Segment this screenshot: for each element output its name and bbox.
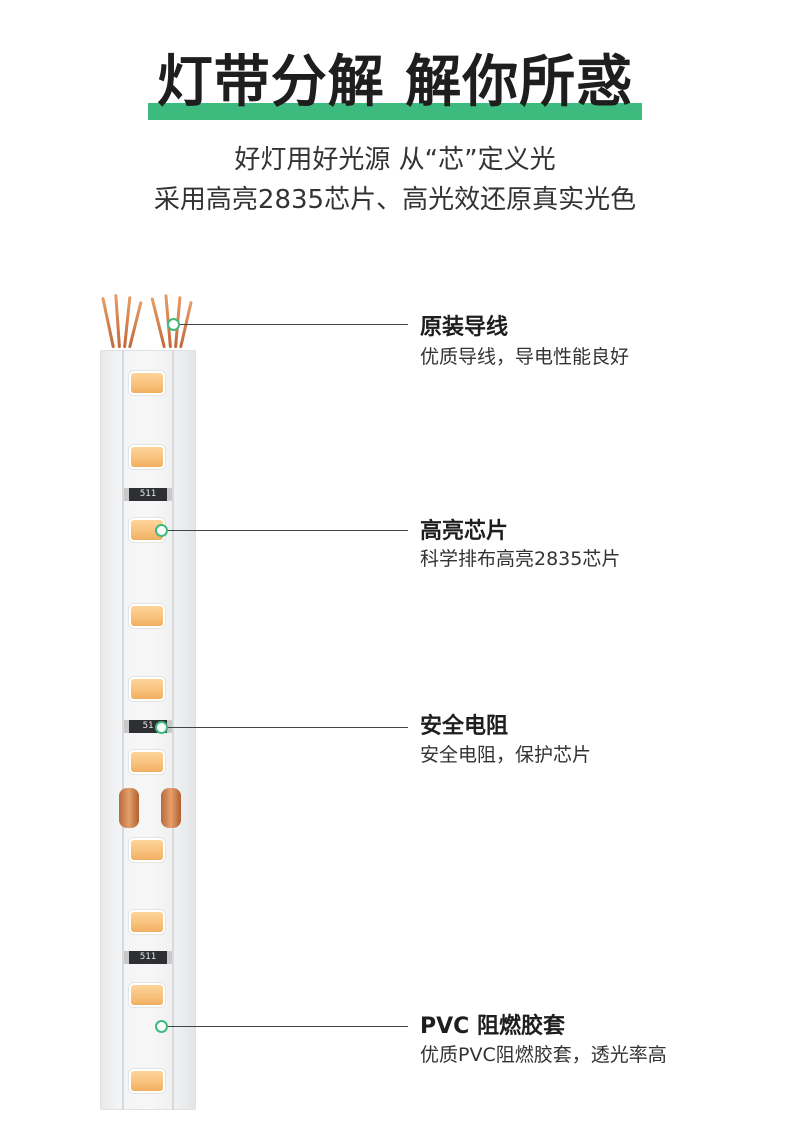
resistor-mark: 511 bbox=[139, 952, 157, 962]
led-chip bbox=[131, 447, 163, 467]
resistor-mark: 511 bbox=[139, 489, 157, 499]
copper-pad bbox=[161, 788, 181, 828]
led-chip bbox=[131, 606, 163, 626]
title-wrap: 灯带分解 解你所惑 bbox=[0, 48, 790, 118]
subtitle-line-1: 好灯用好光源 从“芯”定义光 bbox=[234, 145, 556, 175]
wire-strand bbox=[101, 296, 115, 349]
strip-inner-edge bbox=[172, 350, 174, 1110]
led-chip bbox=[131, 985, 163, 1005]
wire-strand bbox=[114, 294, 121, 349]
callout-title-chip: 高亮芯片 bbox=[420, 519, 509, 544]
callout-desc-pvc: 优质PVC阻燃胶套，透光率高 bbox=[420, 1044, 667, 1066]
led-chip bbox=[131, 912, 163, 932]
led-chip bbox=[131, 752, 163, 772]
callout-dot bbox=[155, 524, 168, 537]
callout-title-wire: 原装导线 bbox=[420, 315, 509, 340]
callout-dot bbox=[155, 1020, 168, 1033]
page-title: 灯带分解 解你所惑 bbox=[156, 50, 634, 115]
title-underline-bar bbox=[148, 103, 642, 120]
led-chip bbox=[131, 520, 163, 540]
wire-strand bbox=[150, 297, 166, 349]
callout-line bbox=[168, 530, 408, 531]
callout-line bbox=[180, 324, 408, 325]
wire-strand bbox=[128, 301, 143, 349]
callout-line bbox=[168, 727, 408, 728]
resistor-mark: 51 bbox=[142, 721, 154, 731]
callout-dot bbox=[167, 318, 180, 331]
strip-inner-edge bbox=[122, 350, 124, 1110]
led-chip bbox=[131, 679, 163, 699]
copper-pad bbox=[119, 788, 139, 828]
callout-line bbox=[168, 1026, 408, 1027]
callout-desc-chip: 科学排布高亮2835芯片 bbox=[420, 548, 621, 570]
callout-desc-resistor: 安全电阻，保护芯片 bbox=[420, 744, 592, 766]
resistor: 511 bbox=[124, 951, 172, 964]
callout-dot bbox=[155, 721, 168, 734]
subtitle-line-2: 采用高亮2835芯片、高光效还原真实光色 bbox=[153, 185, 637, 215]
callout-title-resistor: 安全电阻 bbox=[420, 714, 509, 739]
callout-title-pvc: PVC 阻燃胶套 bbox=[420, 1014, 565, 1039]
resistor: 511 bbox=[124, 488, 172, 501]
led-chip bbox=[131, 373, 163, 393]
callout-desc-wire: 优质导线，导电性能良好 bbox=[420, 346, 630, 368]
led-chip bbox=[131, 840, 163, 860]
led-chip bbox=[131, 1071, 163, 1091]
